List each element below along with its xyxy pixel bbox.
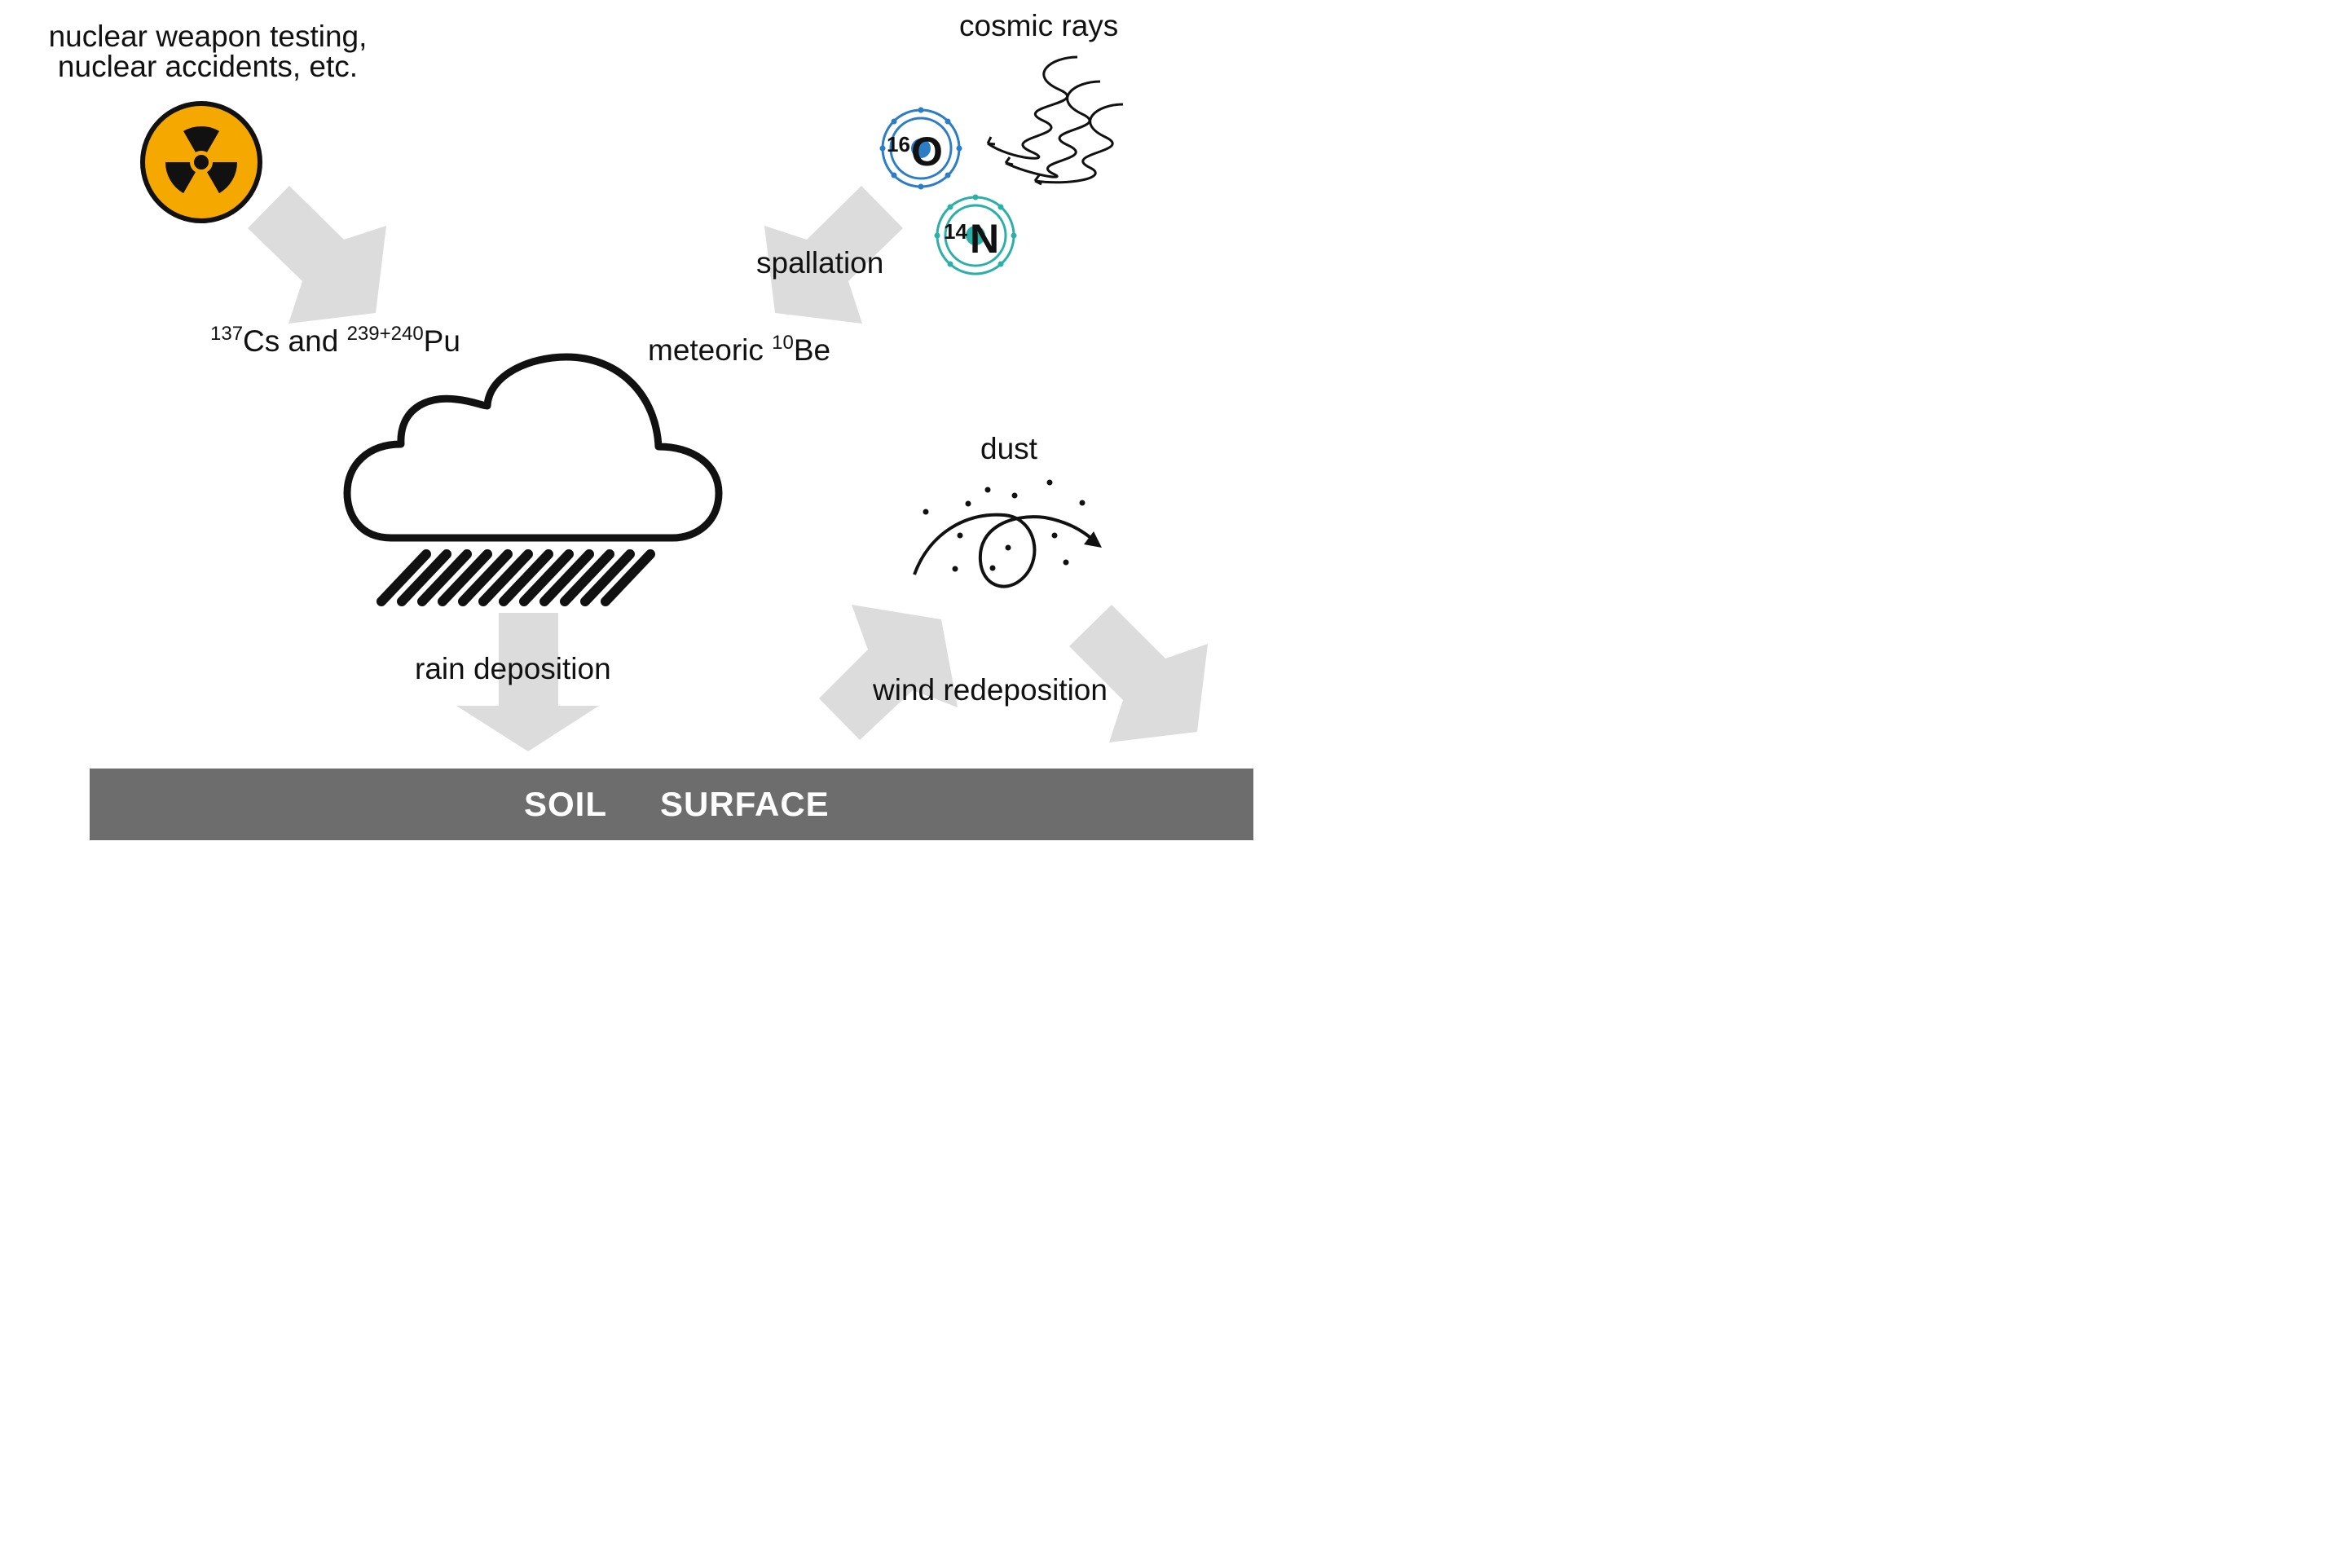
dust-swirl-icon bbox=[913, 479, 1102, 588]
diagram-canvas: 16 O 14 N bbox=[140, 55, 1208, 751]
meteoric-prefix: meteoric bbox=[648, 333, 764, 367]
nitrogen-mass-number: 14 bbox=[944, 219, 967, 244]
pu-symbol-text: Pu bbox=[423, 324, 460, 358]
cs-mass-number: 137 bbox=[210, 323, 244, 345]
be-symbol-text: Be bbox=[793, 333, 831, 367]
spallation-label: spallation bbox=[756, 246, 884, 280]
cs-symbol-text: Cs and bbox=[243, 324, 339, 358]
rain-deposition-label: rain deposition bbox=[415, 652, 611, 685]
oxygen-atom-icon: 16 O bbox=[879, 107, 962, 190]
arrow-wind-up bbox=[819, 605, 958, 740]
source-label: nuclear weapon testing, nuclear accident… bbox=[18, 21, 398, 81]
oxygen-symbol: O bbox=[911, 129, 943, 174]
nitrogen-atom-icon: 14 N bbox=[934, 194, 1017, 275]
nitrogen-symbol: N bbox=[970, 216, 999, 262]
radiation-trefoil-icon bbox=[140, 101, 262, 223]
cosmic-rays-label: cosmic rays bbox=[959, 9, 1119, 42]
wavy-cosmic-ray-icon bbox=[986, 55, 1124, 186]
arrow-wind-down bbox=[1069, 605, 1208, 742]
meteoric-be-label: meteoric 10Be bbox=[648, 332, 831, 367]
arrow-fallout-down-right bbox=[248, 186, 386, 324]
oxygen-mass-number: 16 bbox=[887, 132, 910, 156]
surface-word: SURFACE bbox=[660, 785, 830, 823]
source-label-line-1: nuclear weapon testing, bbox=[48, 20, 368, 53]
arrow-rain-down bbox=[456, 613, 599, 751]
soil-surface-bar bbox=[90, 769, 1253, 840]
wind-redeposition-label: wind redeposition bbox=[873, 673, 1108, 707]
fallout-isotopes-label: 137Cs and 239+240Pu bbox=[210, 323, 460, 358]
be-mass-number: 10 bbox=[772, 332, 794, 354]
dust-label: dust bbox=[980, 432, 1037, 465]
arrow-spallation-down-left bbox=[764, 186, 903, 324]
pu-mass-number: 239+240 bbox=[346, 323, 424, 345]
source-label-line-2: nuclear accidents, etc. bbox=[57, 50, 359, 83]
soil-word: SOIL bbox=[524, 785, 608, 823]
rain-cloud-icon bbox=[343, 353, 723, 606]
